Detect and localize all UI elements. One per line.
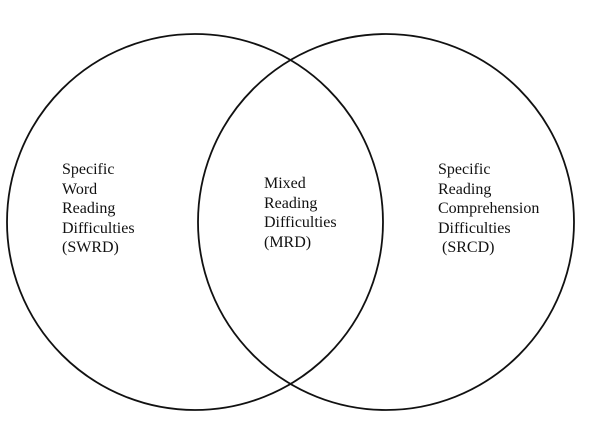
center-label-line: Reading <box>264 194 318 212</box>
right-label-line: (SRCD) <box>442 239 495 256</box>
left-circle <box>6 33 384 411</box>
center-label-line: (MRD) <box>264 233 312 251</box>
left-label-line: Reading <box>62 200 116 217</box>
left-label-line: Word <box>62 180 98 198</box>
right-region-label: Specific Reading Comprehension Difficult… <box>438 160 539 258</box>
left-region-label: Specific Word Reading Difficulties (SWRD… <box>62 160 135 258</box>
right-label-line: Comprehension <box>438 200 540 217</box>
left-label-line: (SWRD) <box>62 239 119 256</box>
center-label-line: Mixed <box>264 175 306 192</box>
left-label-line: Specific <box>62 161 115 178</box>
right-label-line: Reading <box>438 180 492 198</box>
right-label-line: Difficulties <box>438 219 511 237</box>
left-label-line: Difficulties <box>62 219 135 237</box>
center-label-line: Difficulties <box>264 214 337 231</box>
right-circle <box>197 33 575 411</box>
right-label-line: Specific <box>438 161 491 178</box>
intersection-region-label: Mixed Reading Difficulties (MRD) <box>264 174 337 252</box>
